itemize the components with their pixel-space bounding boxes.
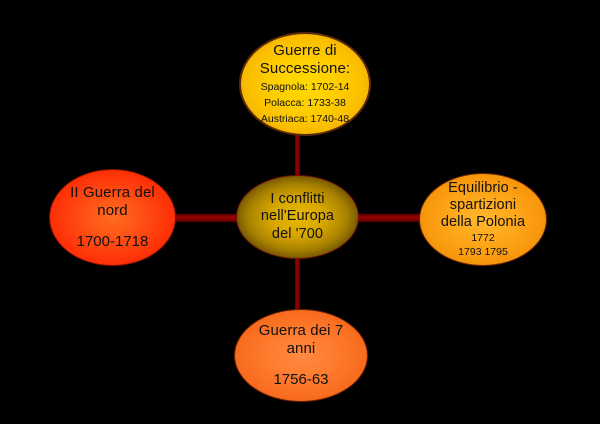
node-bottom-dates: 1756-63 — [273, 370, 329, 388]
node-top-title-line2: Successione: — [259, 59, 351, 77]
node-right-title-line2: spartizioni — [449, 196, 517, 213]
connector-center-to-left — [168, 214, 244, 222]
node-left-dates: 1700-1718 — [76, 232, 149, 250]
node-right-title-line1: Equilibrio - — [448, 179, 518, 196]
node-top-detail-spagnola: Spagnola: 1702-14 — [260, 80, 350, 93]
node-right-title-line3: della Polonia — [440, 213, 526, 230]
node-ii-guerra-del-nord[interactable]: II Guerra del nord 1700-1718 — [49, 169, 176, 266]
node-equilibrio-spartizioni-polonia[interactable]: Equilibrio - spartizioni della Polonia 1… — [419, 173, 547, 266]
node-center-i-conflitti[interactable]: I conflitti nell'Europa del '700 — [236, 175, 359, 259]
node-left-title-line2: nord — [97, 202, 128, 220]
node-top-detail-polacca: Polacca: 1733-38 — [264, 96, 346, 109]
node-center-line3: del '700 — [271, 225, 324, 242]
node-guerre-di-successione[interactable]: Guerre di Successione: Spagnola: 1702-14… — [239, 32, 371, 136]
node-center-line2: nell'Europa — [260, 208, 335, 225]
connector-center-to-right — [352, 214, 426, 222]
node-left-title-line1: II Guerra del — [70, 184, 155, 202]
node-guerra-dei-7-anni[interactable]: Guerra dei 7 anni 1756-63 — [234, 309, 368, 402]
connector-center-to-bottom — [295, 252, 300, 318]
node-right-detail-1793-1795: 1793 1795 — [458, 246, 508, 259]
node-bottom-title-line1: Guerra dei 7 — [258, 322, 344, 340]
node-top-detail-austriaca: Austriaca: 1740-48 — [260, 112, 350, 125]
connector-center-to-top — [295, 118, 300, 182]
node-top-title-line1: Guerre di — [273, 42, 337, 60]
node-bottom-title-line2: anni — [286, 340, 316, 358]
node-center-line1: I conflitti — [270, 191, 325, 208]
node-right-detail-1772: 1772 — [471, 232, 495, 245]
